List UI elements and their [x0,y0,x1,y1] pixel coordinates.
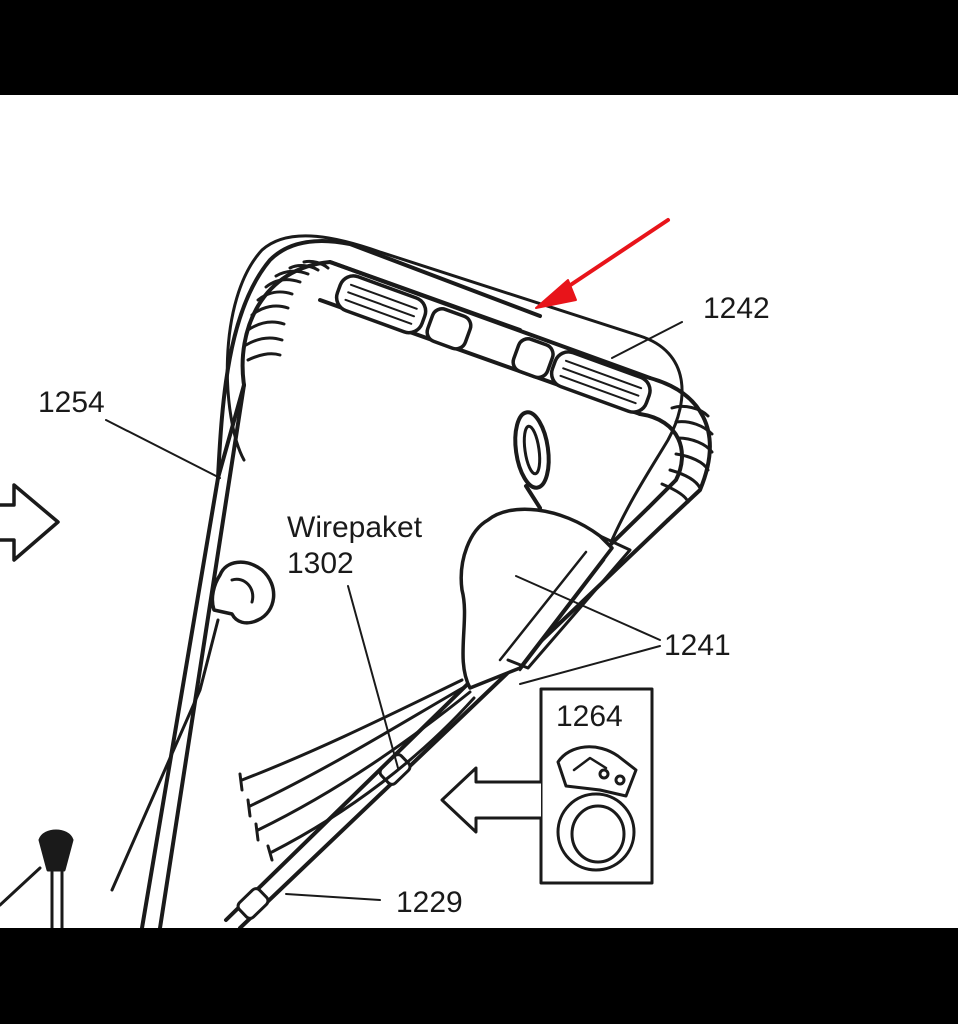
label-wirepaket: Wirepaket [287,511,423,544]
tube-cable-clip [210,560,276,625]
hollow-arrow-left-icon [440,766,543,834]
diagram-canvas: 1242 1254 Wirepaket 1302 1241 1264 1229 [0,95,958,928]
label-1302: 1302 [287,547,354,580]
parts-diagram: 1242 1254 Wirepaket 1302 1241 1264 1229 [0,218,770,928]
hollow-arrow-right-icon [0,483,60,562]
leader-lines [105,321,683,901]
switch-lever-ring [513,410,551,490]
right-coupler [511,337,555,380]
right-bellows [660,404,714,504]
cable-clip-part [556,745,638,872]
handle-right-bend [648,376,712,522]
wire-bundle [238,678,476,862]
center-coupler [425,307,473,351]
outer-cable [225,234,684,542]
lower-knob [38,829,74,872]
top-black-bar [0,0,958,95]
handle-top-bar-upper [328,260,652,380]
handle-left-tube-inner [158,383,246,928]
label-1264: 1264 [556,700,623,733]
label-1229: 1229 [396,886,463,919]
label-1241: 1241 [664,629,731,662]
handle-left-tube [140,476,220,928]
left-bellows [244,259,330,362]
label-1254: 1254 [38,386,105,419]
red-pointer-arrow-icon [535,218,670,309]
lower-tube-sleeve [236,887,270,920]
bottom-black-bar [0,928,958,1024]
label-1242: 1242 [703,292,770,325]
switch-housing [459,507,614,690]
